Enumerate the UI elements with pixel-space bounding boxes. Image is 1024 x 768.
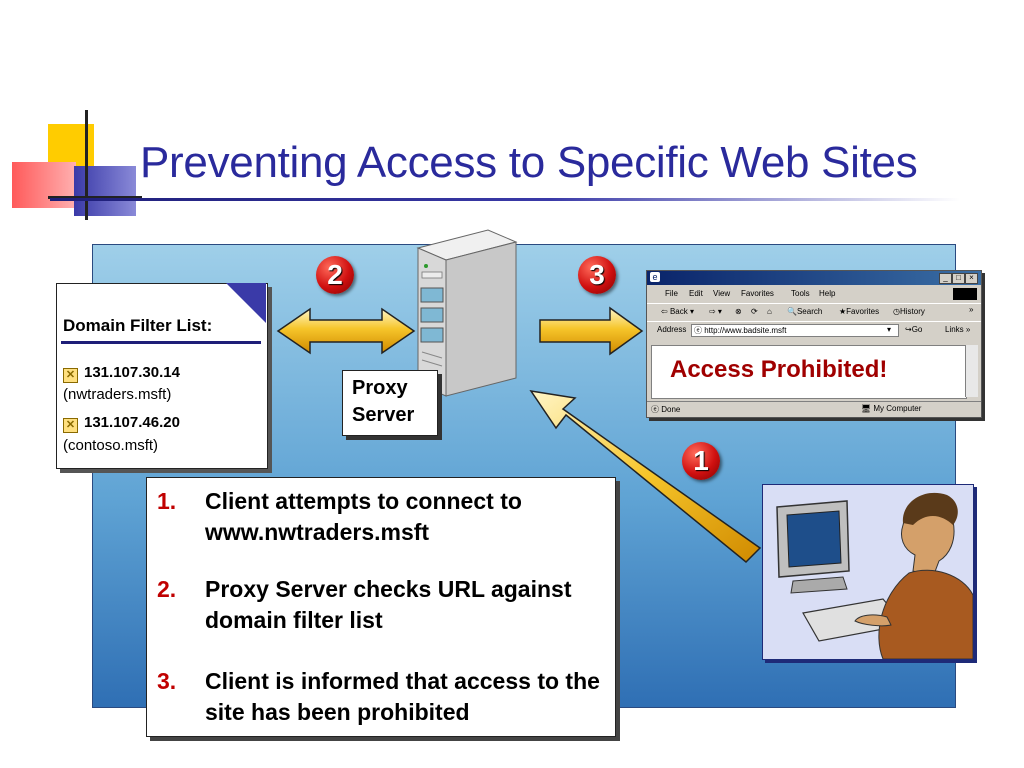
client-illustration xyxy=(762,484,974,660)
vertical-scrollbar[interactable] xyxy=(965,345,978,397)
done-status: ⓔ Done xyxy=(651,405,681,414)
filter-list-heading: Domain Filter List: xyxy=(63,316,213,335)
step-3-badge: 3 xyxy=(578,256,616,294)
blocked-icon: ✕ xyxy=(63,368,78,383)
search-button[interactable]: 🔍Search xyxy=(787,307,823,316)
address-dropdown-icon[interactable]: ▾ xyxy=(887,325,892,334)
filter-entry-2-domain: (contoso.msft) xyxy=(63,437,159,454)
address-label: Address xyxy=(657,325,687,334)
browser-statusbar: ⓔ Done 🖥 My Computer xyxy=(647,401,981,416)
ie-icon: e xyxy=(650,272,660,282)
step-text: Client is informed that access to the si… xyxy=(205,668,600,725)
arrow-from-client xyxy=(529,389,762,564)
browser-toolbar: ⇦ Back ▾ ⇨ ▾ ⊗ ⟳ ⌂ 🔍Search ★Favorites ◷H… xyxy=(647,303,981,320)
maximize-button[interactable]: □ xyxy=(952,273,965,284)
server-icon xyxy=(416,229,518,397)
minimize-button[interactable]: _ xyxy=(939,273,952,284)
double-arrow xyxy=(276,307,416,355)
proxy-label-line2: Server xyxy=(352,404,415,426)
links-button[interactable]: Links » xyxy=(945,325,971,334)
document-fold-corner xyxy=(226,283,266,323)
menu-view[interactable]: View xyxy=(713,289,731,298)
step-2-badge: 2 xyxy=(316,256,354,294)
page-icon: ⓔ xyxy=(694,326,702,335)
step-number: 2. xyxy=(157,576,177,602)
filter-entry-1-domain: (nwtraders.msft) xyxy=(63,386,172,403)
menu-help[interactable]: Help xyxy=(819,289,836,298)
filter-list-divider xyxy=(61,341,261,344)
close-button[interactable]: × xyxy=(965,273,978,284)
step-number: 3. xyxy=(157,668,177,694)
browser-titlebar: e _ □ × xyxy=(647,271,981,285)
menu-tools[interactable]: Tools xyxy=(791,289,810,298)
steps-list: 1. Client attempts to connect to www.nwt… xyxy=(146,477,616,737)
filter-entry-1-ip: 131.107.30.14 xyxy=(84,364,180,381)
logo-decoration xyxy=(12,110,142,220)
menu-edit[interactable]: Edit xyxy=(689,289,703,298)
stop-icon[interactable]: ⊗ xyxy=(735,307,742,316)
step-number: 1. xyxy=(157,488,177,514)
favorites-button[interactable]: ★Favorites xyxy=(839,307,880,316)
client-person-icon xyxy=(763,485,973,659)
filter-entry-2-ip: 131.107.46.20 xyxy=(84,414,180,431)
back-button[interactable]: ⇦ Back ▾ xyxy=(661,307,694,316)
step-text: Proxy Server checks URL against domain f… xyxy=(205,576,572,633)
arrow-to-browser xyxy=(539,306,644,356)
filter-entry-2: ✕ 131.107.46.20 xyxy=(63,414,180,433)
go-button[interactable]: ↪Go xyxy=(905,325,923,334)
browser-content: Access Prohibited! xyxy=(651,345,967,399)
blocked-icon: ✕ xyxy=(63,418,78,433)
filter-entry-1: ✕ 131.107.30.14 xyxy=(63,364,180,383)
step-text: Client attempts to connect to www.nwtrad… xyxy=(205,488,522,545)
history-button[interactable]: ◷History xyxy=(893,307,925,316)
menu-file[interactable]: File xyxy=(665,289,678,298)
title-underline xyxy=(50,198,960,201)
browser-window: e _ □ × File Edit View Favorites Tools H… xyxy=(646,270,982,418)
browser-address-bar: Address ⓔ http://www.badsite.msft ▾ ↪Go … xyxy=(647,321,981,338)
menu-favorites[interactable]: Favorites xyxy=(741,289,774,298)
toolbar-overflow-icon[interactable]: » xyxy=(969,305,974,314)
proxy-label-line1: Proxy xyxy=(352,377,408,399)
browser-menubar: File Edit View Favorites Tools Help xyxy=(647,287,981,301)
windows-logo-icon xyxy=(953,288,977,300)
step-1-badge: 1 xyxy=(682,442,720,480)
forward-button[interactable]: ⇨ ▾ xyxy=(709,307,722,316)
address-value: http://www.badsite.msft xyxy=(704,326,787,335)
address-field[interactable]: ⓔ http://www.badsite.msft xyxy=(691,324,899,337)
home-icon[interactable]: ⌂ xyxy=(767,307,772,316)
proxy-server-label: Proxy Server xyxy=(342,370,438,436)
page-title: Preventing Access to Specific Web Sites xyxy=(140,138,918,187)
refresh-icon[interactable]: ⟳ xyxy=(751,307,758,316)
zone-status: 🖥 My Computer xyxy=(861,404,922,413)
access-prohibited-message: Access Prohibited! xyxy=(670,356,888,383)
